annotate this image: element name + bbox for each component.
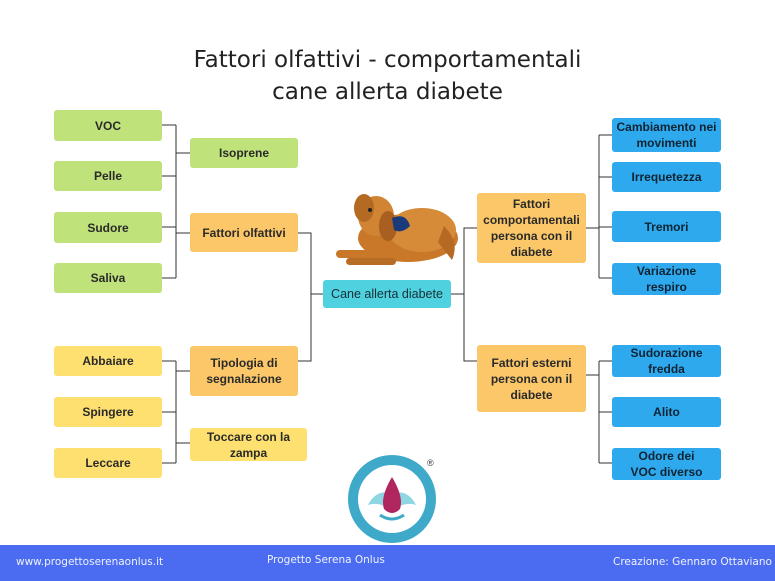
dog-image bbox=[326, 186, 462, 272]
connector-comportamentali-items bbox=[586, 134, 612, 279]
connector-segnalazione-items bbox=[162, 360, 190, 464]
node-isoprene: Isoprene bbox=[190, 138, 298, 168]
connector-esterni-items bbox=[586, 360, 612, 464]
node-tremori: Tremori bbox=[612, 211, 721, 242]
footer-organization: Progetto Serena Onlus bbox=[267, 554, 385, 566]
connector-olfattivi-items bbox=[162, 124, 190, 279]
connector-center-left bbox=[298, 232, 323, 362]
node-fattori-olfattivi: Fattori olfattivi bbox=[190, 213, 298, 252]
node-cambiamento-movimenti: Cambiamento nei movimenti bbox=[612, 118, 721, 152]
node-odore-voc: Odore dei VOC diverso bbox=[612, 448, 721, 480]
node-toccare-zampa: Toccare con la zampa bbox=[190, 428, 307, 461]
footer-credits: Creazione: Gennaro Ottaviano bbox=[613, 556, 772, 568]
node-abbaiare: Abbaiare bbox=[54, 346, 162, 376]
connector-center-right bbox=[451, 227, 477, 362]
node-tipologia-segnalazione: Tipologia di segnalazione bbox=[190, 346, 298, 396]
node-spingere: Spingere bbox=[54, 397, 162, 427]
title-line-2: cane allerta diabete bbox=[272, 79, 503, 105]
node-sudore: Sudore bbox=[54, 212, 162, 243]
registered-mark: ® bbox=[427, 458, 434, 468]
node-pelle: Pelle bbox=[54, 161, 162, 191]
node-irrequetezza: Irrequetezza bbox=[612, 162, 721, 192]
title-line-1: Fattori olfattivi - comportamentali bbox=[193, 47, 582, 73]
diagram-title: Fattori olfattivi - comportamentali cane… bbox=[0, 44, 775, 108]
organization-logo bbox=[346, 453, 438, 545]
node-saliva: Saliva bbox=[54, 263, 162, 293]
node-voc: VOC bbox=[54, 110, 162, 141]
node-fattori-comportamentali: Fattori comportamentali persona con il d… bbox=[477, 193, 586, 263]
node-leccare: Leccare bbox=[54, 448, 162, 478]
node-alito: Alito bbox=[612, 397, 721, 427]
node-sudorazione-fredda: Sudorazione fredda bbox=[612, 345, 721, 377]
footer-website: www.progettoserenaonlus.it bbox=[16, 556, 164, 568]
node-variazione-respiro: Variazione respiro bbox=[612, 263, 721, 295]
node-fattori-esterni: Fattori esterni persona con il diabete bbox=[477, 345, 586, 412]
node-cane-allerta-diabete: Cane allerta diabete bbox=[323, 280, 451, 308]
footer-bar: www.progettoserenaonlus.it Progetto Sere… bbox=[0, 545, 775, 581]
